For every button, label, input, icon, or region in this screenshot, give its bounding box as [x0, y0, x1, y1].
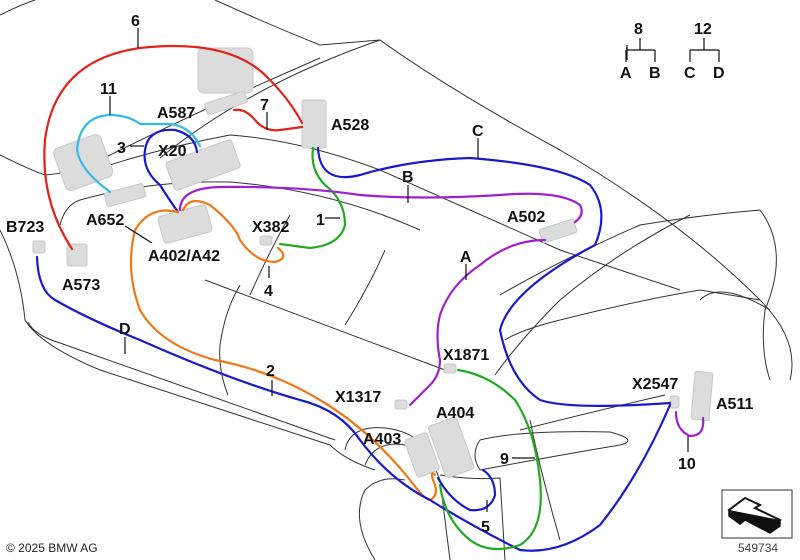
- wire-3-blue: [143, 128, 199, 214]
- label-X20: X20: [158, 143, 187, 160]
- part-A528: [301, 99, 327, 149]
- part-X1317: [394, 399, 408, 410]
- label-A587: A587: [157, 105, 195, 122]
- label-9: 9: [500, 451, 509, 468]
- wire-11-cyan: [75, 113, 202, 194]
- view-direction-arrow-icon: [721, 489, 793, 539]
- label-A528: A528: [331, 117, 369, 134]
- wire-2-orange: [129, 209, 437, 502]
- part-left-module: [53, 133, 114, 191]
- label-A511: A511: [716, 396, 753, 413]
- wire-5-blue: [436, 468, 497, 512]
- label-7: 7: [260, 97, 269, 114]
- label-A652: A652: [86, 212, 124, 229]
- wire-B-purple: [178, 185, 583, 224]
- leader-lines: [109, 28, 689, 512]
- label-6: 6: [131, 13, 140, 30]
- legend-D: D: [713, 65, 725, 82]
- label-1: 1: [316, 212, 325, 229]
- part-A511: [690, 370, 714, 422]
- label-X1871: X1871: [443, 347, 489, 364]
- components: [32, 47, 714, 479]
- label-3: 3: [117, 140, 126, 157]
- wire-A-purple: [408, 238, 547, 407]
- part-A403: [404, 432, 440, 478]
- part-A652: [103, 183, 147, 207]
- label-A404: A404: [436, 405, 474, 422]
- legend-12: 12: [694, 21, 712, 38]
- label-X1317: X1317: [335, 389, 381, 406]
- label-D: D: [119, 321, 131, 338]
- label-A403: A403: [363, 431, 401, 448]
- wire-7-red: [232, 108, 304, 132]
- label-A: A: [460, 249, 472, 266]
- part-X1871: [443, 363, 457, 374]
- wire-10-purple: [674, 410, 705, 438]
- label-B723: B723: [6, 219, 44, 236]
- wires: [35, 44, 705, 552]
- legend-A: A: [620, 65, 632, 82]
- labels: 6 11 7 A587 A528 3 X20 A652 B723 A573 A4…: [6, 13, 753, 536]
- label-A502: A502: [507, 209, 545, 226]
- wire-9-green: [438, 368, 542, 551]
- reference-number: 549734: [738, 541, 779, 555]
- wire-6-red: [43, 44, 304, 251]
- label-B: B: [402, 169, 414, 186]
- label-2: 2: [266, 363, 275, 380]
- label-4: 4: [264, 283, 273, 300]
- label-X382: X382: [252, 219, 289, 236]
- label-11: 11: [100, 81, 117, 98]
- legend-8: 8: [634, 21, 643, 38]
- part-X382: [259, 235, 273, 246]
- legend-brackets: [625, 38, 720, 62]
- part-A402: [157, 204, 213, 244]
- label-C: C: [472, 123, 484, 140]
- part-B723: [32, 240, 46, 254]
- label-A402-A42: A402/A42: [148, 248, 220, 265]
- part-A502: [538, 218, 578, 244]
- legend-B: B: [649, 65, 661, 82]
- label-A573: A573: [62, 277, 100, 294]
- wire-4-orange: [181, 199, 285, 264]
- wire-C-blue: [316, 146, 672, 407]
- label-10: 10: [678, 456, 696, 473]
- part-upper-module: [197, 47, 254, 94]
- label-5: 5: [481, 519, 490, 536]
- copyright-text: © 2025 BMW AG: [6, 541, 98, 555]
- legend-C: C: [684, 65, 696, 82]
- part-X2547: [669, 395, 680, 409]
- part-A587: [204, 90, 248, 116]
- wire-D-blue: [35, 255, 672, 552]
- label-X2547: X2547: [632, 376, 678, 393]
- part-A404: [428, 416, 475, 479]
- wire-1-green: [278, 146, 347, 250]
